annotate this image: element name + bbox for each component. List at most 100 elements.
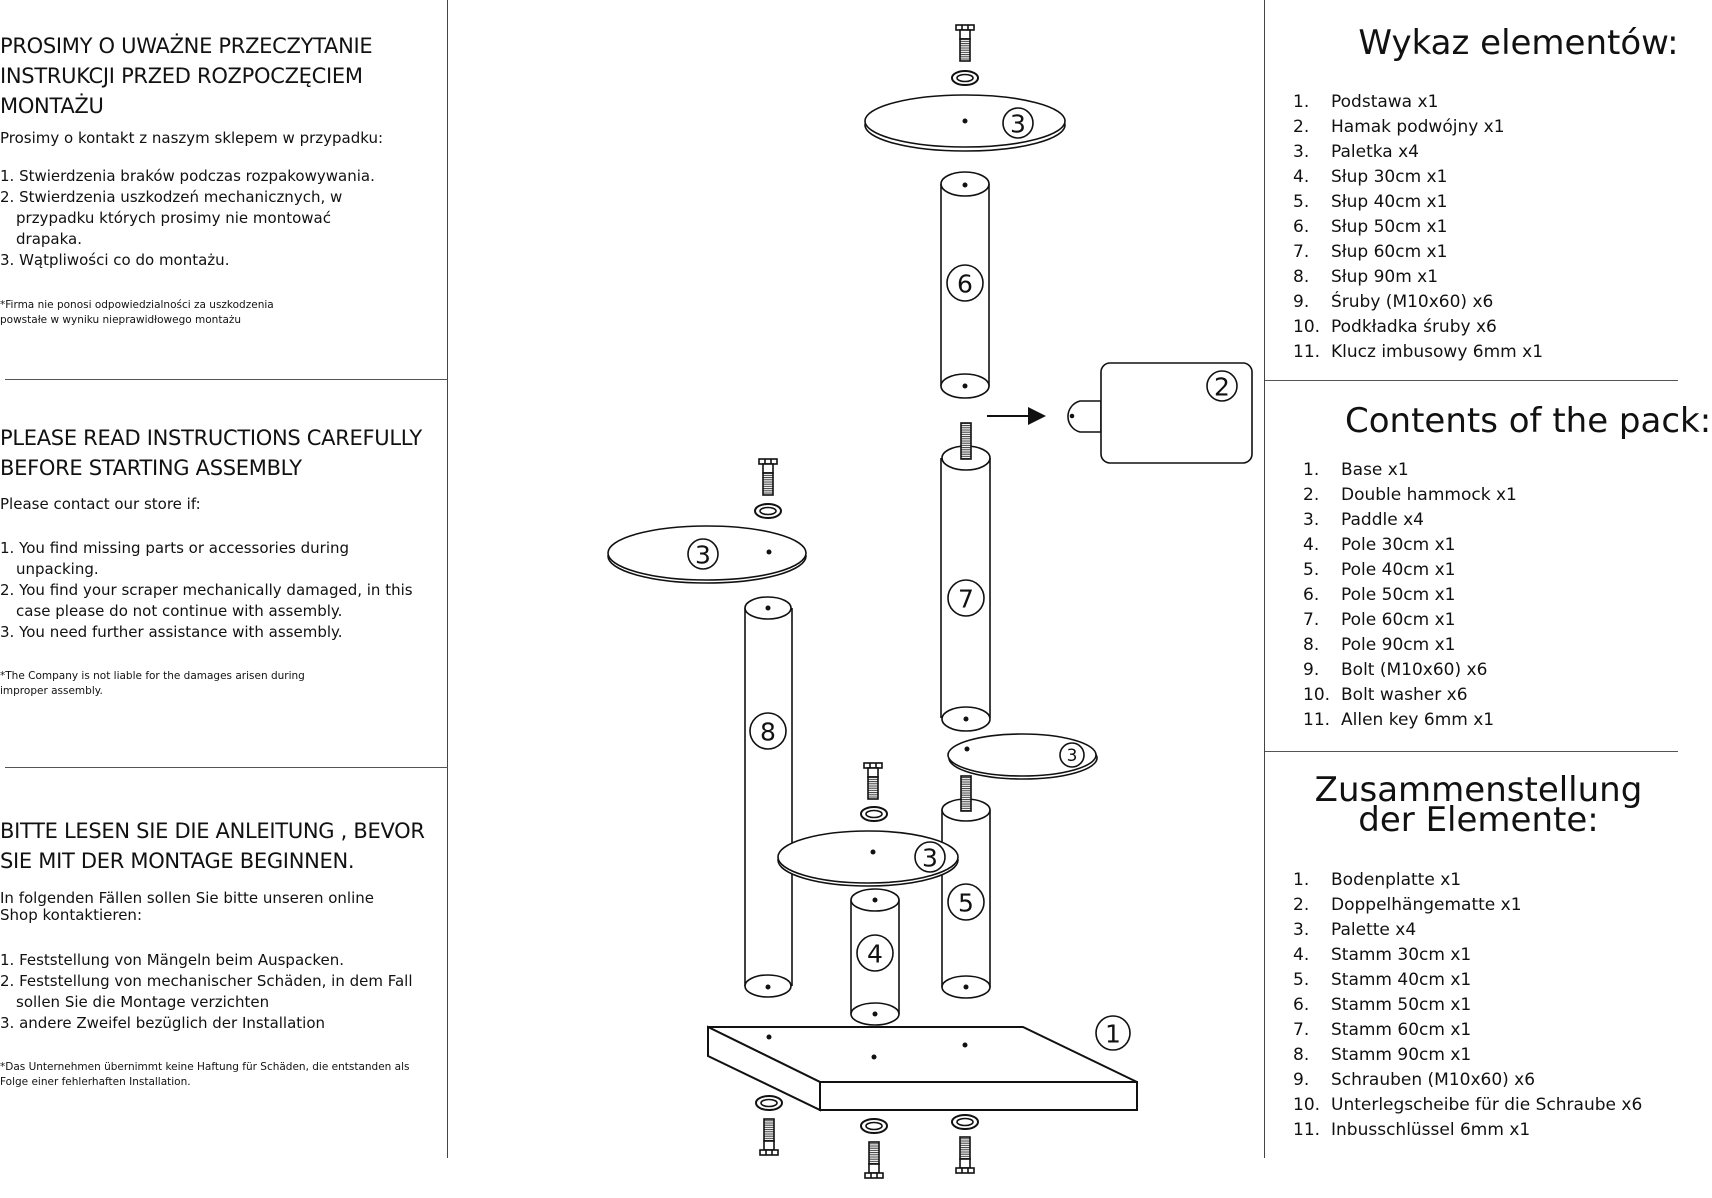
list-item: 8.Pole 90cm x1: [1303, 635, 1456, 655]
callout-3: 3: [1067, 746, 1078, 766]
washer-icon: [951, 70, 979, 86]
warning-heading: PROSIMY O UWAŻNE PRZECZYTANIE INSTRUKCJI…: [0, 34, 373, 118]
list-item: 5.Słup 40cm x1: [1293, 192, 1448, 212]
parts-list: 1.Podstawa x1 2.Hamak podwójny x1 3.Pale…: [1293, 90, 1712, 365]
list-item: 10.Unterlegscheibe für die Schraube x6: [1293, 1095, 1643, 1115]
list-item: 10.Bolt washer x6: [1303, 685, 1468, 705]
pole-40cm: 5: [941, 775, 991, 999]
double-hammock: 2: [1067, 362, 1253, 464]
list-item: 1. Stwierdzenia braków podczas rozpakowy…: [0, 167, 375, 185]
parts-list-title: Contents of the pack:: [1345, 401, 1712, 441]
parts-list-title: Zusammenstellung der Elemente:: [1265, 770, 1712, 840]
warning-section-polish: PROSIMY O UWAŻNE PRZECZYTANIE INSTRUKCJI…: [0, 31, 440, 328]
pole-50cm: 6: [940, 171, 990, 399]
contact-reasons-list: 1. Stwierdzenia braków podczas rozpakowy…: [0, 166, 390, 271]
list-item: 1. You find missing parts or accessories…: [0, 539, 350, 578]
list-item: 6.Słup 50cm x1: [1293, 217, 1448, 237]
list-item: 8.Stamm 90cm x1: [1293, 1045, 1472, 1065]
washer-icon: [951, 1114, 979, 1130]
list-item: 8.Słup 90m x1: [1293, 267, 1439, 287]
list-item: 3.Paletka x4: [1293, 142, 1419, 162]
list-item: 7.Stamm 60cm x1: [1293, 1020, 1472, 1040]
list-item: 9.Śruby (M10x60) x6: [1293, 292, 1494, 312]
contact-intro: Prosimy o kontakt z naszym sklepem w prz…: [0, 129, 384, 147]
left-separator-2: [5, 767, 448, 768]
warning-heading: PLEASE READ INSTRUCTIONS CAREFULLY BEFOR…: [0, 426, 422, 480]
list-item: 4.Stamm 30cm x1: [1293, 945, 1472, 965]
parts-list-english: Contents of the pack: 1.Base x1 2.Double…: [1265, 404, 1712, 733]
arrow-icon: [987, 407, 1046, 425]
list-item: 2. You find your scraper mechanically da…: [0, 581, 413, 620]
list-item: 5.Pole 40cm x1: [1303, 560, 1456, 580]
parts-list-german: Zusammenstellung der Elemente: 1.Bodenpl…: [1265, 770, 1712, 1143]
list-item: 11.Allen key 6mm x1: [1303, 710, 1495, 730]
liability-note: *Das Unternehmen übernimmt keine Haftung…: [0, 1061, 410, 1088]
bolt-icon: [758, 458, 778, 496]
list-item: 2. Stwierdzenia uszkodzeń mechanicznych,…: [0, 188, 343, 248]
list-item: 3. andere Zweifel bezüglich der Installa…: [0, 1014, 326, 1032]
list-item: 1.Podstawa x1: [1293, 92, 1439, 112]
liability-note: *Firma nie ponosi odpowiedzialności za u…: [0, 299, 274, 326]
parts-list-title-line2: der Elemente:: [1358, 800, 1599, 840]
parts-list: 1.Bodenplatte x1 2.Doppelhängematte x1 3…: [1293, 868, 1712, 1143]
callout-5: 5: [958, 889, 974, 918]
callout-8: 8: [760, 718, 776, 747]
list-item: 1. Feststellung von Mängeln beim Auspack…: [0, 951, 345, 969]
list-item: 5.Stamm 40cm x1: [1293, 970, 1472, 990]
callout-7: 7: [958, 585, 974, 614]
callout-3: 3: [922, 844, 938, 873]
contact-reasons-list: 1. Feststellung von Mängeln beim Auspack…: [0, 950, 440, 1034]
list-item: 1.Bodenplatte x1: [1293, 870, 1462, 890]
washer-icon: [755, 1095, 783, 1111]
list-item: 7.Słup 60cm x1: [1293, 242, 1448, 262]
contact-reasons-list: 1. You find missing parts or accessories…: [0, 538, 420, 643]
list-item: 3. You need further assistance with asse…: [0, 623, 343, 641]
right-separator-1: [1265, 380, 1678, 381]
list-item: 2.Double hammock x1: [1303, 485, 1517, 505]
paddle-left: 3: [607, 525, 807, 584]
pole-90cm: 8: [744, 596, 793, 998]
pole-60cm: 7: [940, 422, 991, 732]
callout-3: 3: [695, 541, 711, 570]
list-item: 9.Bolt (M10x60) x6: [1303, 660, 1488, 680]
bolt-icon: [955, 1136, 975, 1174]
left-divider: [447, 0, 448, 1158]
warning-section-english: PLEASE READ INSTRUCTIONS CAREFULLY BEFOR…: [0, 423, 440, 699]
parts-list-title-line1: Zusammenstellung: [1314, 770, 1643, 810]
list-item: 11.Inbusschlüssel 6mm x1: [1293, 1120, 1531, 1140]
contact-intro: Please contact our store if:: [0, 495, 201, 513]
list-item: 11.Klucz imbusowy 6mm x1: [1293, 342, 1544, 362]
bolt-icon: [955, 24, 975, 62]
callout-2: 2: [1214, 373, 1230, 402]
paddle-middle: 3: [777, 830, 959, 887]
callout-1: 1: [1105, 1020, 1121, 1049]
warning-section-german: BITTE LESEN SIE DIE ANLEITUNG , BEVOR SI…: [0, 816, 440, 1090]
list-item: 4.Pole 30cm x1: [1303, 535, 1456, 555]
warning-heading: BITTE LESEN SIE DIE ANLEITUNG , BEVOR SI…: [0, 819, 425, 873]
parts-list-polish: Wykaz elementów: 1.Podstawa x1 2.Hamak p…: [1265, 26, 1712, 365]
parts-list: 1.Base x1 2.Double hammock x1 3.Paddle x…: [1303, 458, 1712, 733]
liability-note: *The Company is not liable for the damag…: [0, 670, 305, 697]
callout-6: 6: [957, 270, 973, 299]
right-divider: [1264, 0, 1265, 1158]
list-item: 3.Paddle x4: [1303, 510, 1424, 530]
bolt-icon: [863, 762, 883, 800]
list-item: 2.Doppelhängematte x1: [1293, 895, 1522, 915]
washer-icon: [860, 1118, 888, 1134]
list-item: 3.Palette x4: [1293, 920, 1417, 940]
list-item: 2.Hamak podwójny x1: [1293, 117, 1505, 137]
right-separator-2: [1265, 751, 1678, 752]
list-item: 10.Podkładka śruby x6: [1293, 317, 1497, 337]
washer-icon: [860, 806, 888, 822]
paddle-top: 3: [864, 94, 1066, 152]
parts-list-title: Wykaz elementów:: [1358, 23, 1679, 63]
paddle-right: 3: [947, 733, 1098, 780]
left-separator-1: [5, 379, 448, 380]
contact-intro: In folgenden Fällen sollen Sie bitte uns…: [0, 889, 375, 924]
list-item: 1.Base x1: [1303, 460, 1409, 480]
list-item: 6.Pole 50cm x1: [1303, 585, 1456, 605]
list-item: 6.Stamm 50cm x1: [1293, 995, 1472, 1015]
washer-icon: [754, 503, 782, 519]
list-item: 4.Słup 30cm x1: [1293, 167, 1448, 187]
list-item: 9.Schrauben (M10x60) x6: [1293, 1070, 1536, 1090]
